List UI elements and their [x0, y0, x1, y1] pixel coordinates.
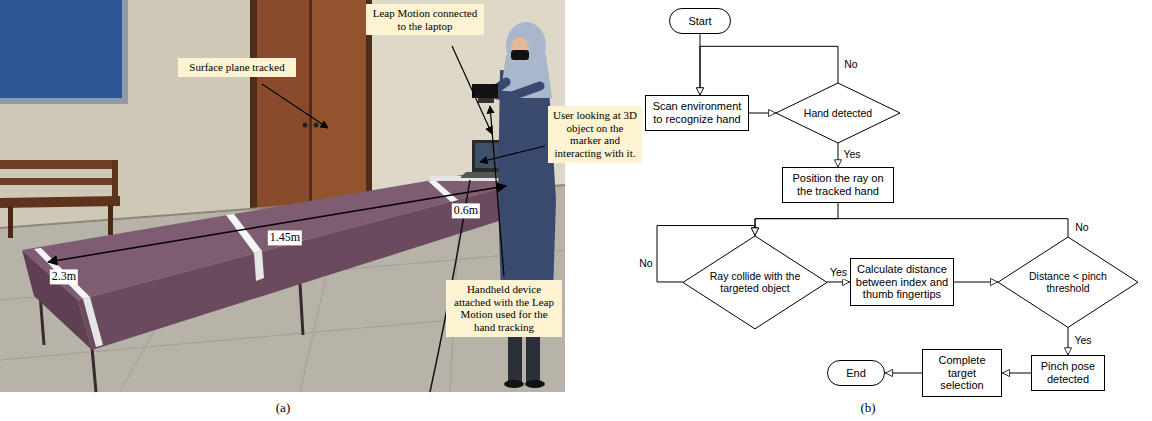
person: [504, 380, 524, 388]
diamond-text-area: Distance < pinch threshold: [1018, 270, 1118, 294]
bench: [8, 206, 13, 238]
process-box: Complete target selection: [922, 349, 1002, 397]
photo: [0, 0, 565, 392]
bench: [0, 196, 120, 208]
subfigure-caption: (a): [276, 401, 290, 415]
table: [300, 284, 303, 335]
dimension-label: 0.6m: [452, 203, 480, 218]
node-text: Pinch pose detected: [1036, 360, 1100, 385]
node-text: User looking at 3D object on the marker …: [552, 109, 638, 160]
person: [478, 98, 494, 103]
tape-mark: [254, 251, 264, 281]
bench: [0, 160, 118, 169]
subfigure-caption: (b): [860, 401, 875, 415]
tape-mark: [34, 248, 90, 299]
tape-mark: [83, 297, 103, 347]
bench: [112, 160, 118, 200]
flow-arrow: [1002, 373, 1031, 374]
callout-box: User looking at 3D object on the marker …: [548, 106, 642, 163]
bench: [108, 205, 113, 235]
leader-arrow: [452, 46, 492, 134]
node-text: Leap Motion connected to the laptop: [370, 7, 480, 32]
flow-arrow: [700, 46, 838, 95]
callout-box: Handheld device attached with the Leap M…: [446, 280, 562, 337]
process-box: Scan environment to recognize hand: [645, 95, 749, 130]
decision-diamond: Ray collide with the targeted object: [683, 236, 827, 329]
diamond-outline: [683, 236, 827, 329]
diamond-text-area: Ray collide with the targeted object: [703, 270, 807, 294]
decision-diamond: Distance < pinch threshold: [998, 237, 1138, 327]
node-text: Start: [674, 15, 726, 28]
node-text: End: [832, 367, 880, 380]
person: [511, 50, 529, 60]
node-text: Distance < pinch threshold: [1018, 270, 1118, 294]
door: [303, 123, 308, 128]
person: [497, 86, 540, 96]
terminal-oval: Start: [669, 8, 731, 35]
edge-label: No: [1074, 222, 1089, 234]
decision-diamond: Hand detected: [776, 83, 900, 143]
notice-board: [0, 0, 122, 98]
node-text: Ray collide with the targeted object: [703, 270, 807, 294]
person: [525, 380, 545, 388]
diamond-text-area: Hand detected: [797, 107, 879, 119]
person: [511, 37, 529, 59]
notice-board: [0, 0, 128, 104]
flow-arrow: [954, 282, 998, 283]
notice-board: [0, 0, 128, 104]
process-box: Position the ray on the tracked hand: [782, 167, 894, 202]
process-box: Pinch pose detected: [1031, 355, 1105, 390]
leader-arrow: [480, 146, 545, 162]
dimension-label: 1.45m: [268, 230, 302, 245]
diamond-outline: [776, 83, 900, 143]
flow-arrow: [749, 113, 776, 114]
edge-label: Yes: [829, 267, 848, 279]
flow-arrow: [838, 143, 839, 167]
table: [92, 348, 96, 392]
node-text: Hand detected: [797, 107, 879, 119]
terminal-oval: End: [827, 360, 885, 387]
door: [314, 123, 319, 128]
node-text: Surface plane tracked: [182, 61, 292, 74]
callout-box: Leap Motion connected to the laptop: [366, 4, 484, 35]
connectors: [657, 34, 1068, 373]
edge-label: Yes: [1073, 336, 1092, 348]
bench: [0, 160, 120, 238]
door: [257, 0, 309, 234]
flow-arrow: [1068, 327, 1069, 355]
leader-arrow: [262, 46, 545, 276]
node-text: Scan environment to recognize hand: [650, 100, 744, 125]
flow-arrow: [755, 219, 1068, 237]
wall: [0, 0, 565, 392]
flow-arrow: [827, 281, 850, 282]
bench: [0, 178, 115, 185]
edge-label: Yes: [842, 149, 861, 161]
edge-label: No: [843, 59, 858, 71]
node-text: Complete target selection: [927, 354, 997, 392]
dimension-line: [48, 186, 506, 262]
person: [506, 22, 546, 70]
leader-arrow: [490, 106, 504, 276]
node-text: Calculate distance between index and thu…: [855, 263, 949, 301]
callout-box: Surface plane tracked: [178, 58, 296, 77]
edge-label: No: [638, 258, 653, 270]
node-text: Handheld device attached with the Leap M…: [450, 283, 558, 334]
diamond-outline: [998, 237, 1138, 327]
dimension-label: 2.3m: [50, 269, 78, 284]
table: [22, 166, 553, 392]
leader-arrow: [262, 84, 328, 128]
person: [472, 84, 498, 98]
tape-mark: [226, 214, 262, 253]
flow-arrow: [885, 372, 922, 373]
process-box: Calculate distance between index and thu…: [850, 258, 954, 306]
node-text: Position the ray on the tracked hand: [787, 172, 889, 197]
